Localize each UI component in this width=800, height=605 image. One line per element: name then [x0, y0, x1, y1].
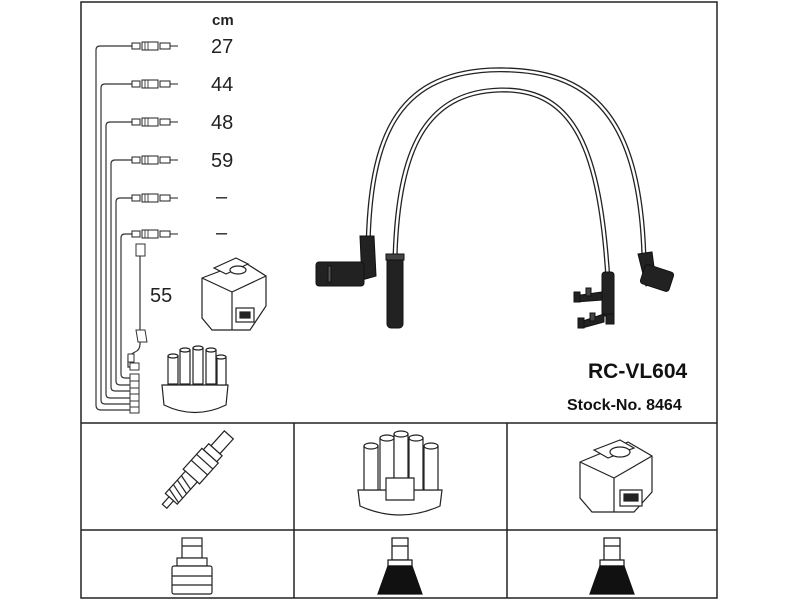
lead-boot-angled-right: [637, 251, 675, 292]
spark-plug-icon: [161, 430, 235, 510]
lead-length-5: –: [216, 186, 228, 208]
lead-length-3: 48: [211, 112, 233, 134]
ignition-coil-icon: [579, 439, 653, 513]
lead-boot-angled-left: [315, 235, 377, 287]
unit-label: cm: [212, 12, 234, 29]
distributor-cap-icon: [357, 430, 443, 516]
lead-connector-2: [131, 79, 179, 89]
stock-number: Stock-No. 8464: [567, 397, 682, 414]
lead-length-2: 44: [211, 74, 233, 96]
coil-lead-terminals: [135, 243, 148, 343]
lead-length-4: 59: [211, 150, 233, 172]
lead-connector-5: [131, 193, 179, 203]
coil-boot-black-icon: [589, 537, 635, 595]
lead-connector-4: [131, 155, 179, 165]
coil-lead-length: 55: [150, 285, 172, 307]
lead-length-1: 27: [211, 36, 233, 58]
main-lead-set: [365, 67, 647, 283]
lead-end-terminals: [127, 353, 140, 414]
cap-boot-black-icon: [377, 537, 423, 595]
lead-bundle: [95, 45, 141, 411]
lead-boot-straight: [385, 253, 405, 329]
lead-connector-1: [131, 41, 179, 51]
ignition-coil-small: [201, 257, 267, 331]
lead-connector-3: [131, 117, 179, 127]
lead-terminal-clips: [573, 271, 615, 329]
lead-length-6: –: [216, 222, 228, 244]
plug-boot-straight-icon: [171, 537, 213, 595]
lead-connector-6: [131, 229, 179, 239]
product-code: RC-VL604: [588, 360, 688, 383]
outer-frame: [80, 1, 718, 599]
distributor-cap-small: [161, 345, 229, 414]
